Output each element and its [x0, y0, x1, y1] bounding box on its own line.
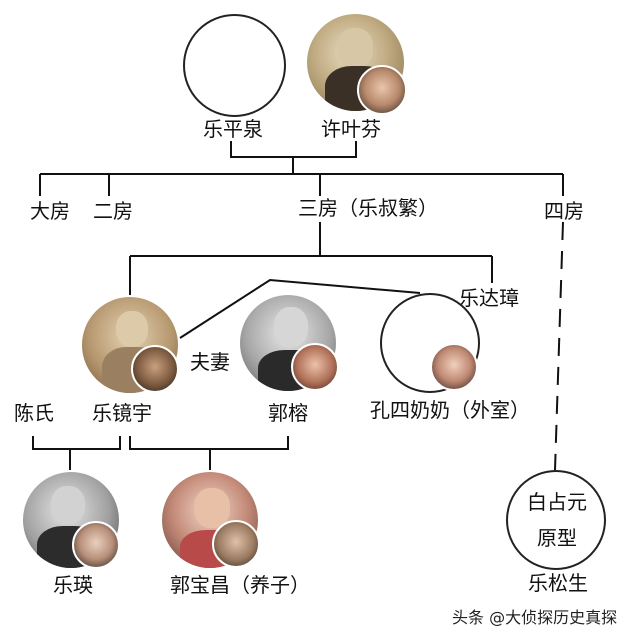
label-le-dazhang: 乐达璋	[459, 286, 519, 310]
portrait-le-songsheng-empty: 白占元 原型	[506, 470, 606, 570]
portrait-guo-baochang-actor	[212, 520, 260, 568]
watermark: 头条 @大侦探历史真探	[452, 608, 618, 627]
label-le-pingquan: 乐平泉	[203, 117, 263, 141]
label-xu-yefen: 许叶芬	[321, 117, 381, 141]
label-kong-sinainai: 孔四奶奶（外室）	[370, 398, 530, 422]
label-si-fang: 四房	[544, 199, 584, 223]
label-san-fang: 三房（乐叔繁）	[298, 196, 438, 220]
label-guo-rong: 郭榕	[268, 401, 308, 425]
label-bai-zhanyuan: 白占元	[527, 490, 587, 514]
label-guo-baochang: 郭宝昌（养子）	[170, 573, 310, 597]
label-fuqi: 夫妻	[190, 350, 230, 374]
line-jingyu-guorong	[129, 436, 289, 450]
label-le-ying: 乐瑛	[53, 573, 93, 597]
portrait-le-ying	[21, 470, 121, 570]
line-couple-join	[230, 141, 357, 158]
line-sifang-dashed	[554, 221, 564, 471]
portrait-kong-sinainai-actor	[430, 343, 478, 391]
portrait-le-jingyu-actor	[131, 345, 179, 393]
label-er-fang: 二房	[93, 199, 133, 223]
label-da-fang: 大房	[30, 199, 70, 223]
line-chen-jingyu	[32, 436, 121, 450]
portrait-le-ying-actor	[72, 521, 120, 569]
portrait-le-pingquan-empty	[183, 14, 286, 117]
label-le-jingyu: 乐镜宇	[92, 401, 152, 425]
line-dazhang-wives	[179, 278, 421, 339]
label-chen-shi: 陈氏	[14, 401, 54, 425]
label-le-songsheng: 乐松生	[528, 571, 588, 595]
label-yuanxing: 原型	[537, 526, 577, 550]
portrait-xu-yefen-actor	[357, 65, 407, 115]
portrait-guo-rong-actor	[291, 343, 339, 391]
